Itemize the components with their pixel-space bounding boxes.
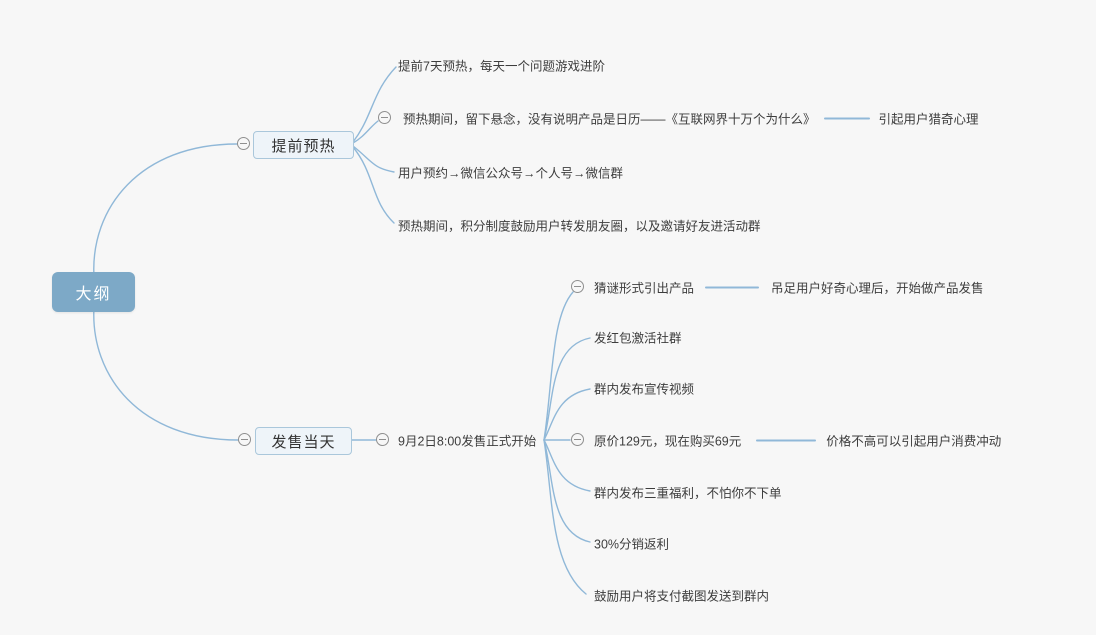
leaf-node[interactable]: 群内发布宣传视频 — [594, 382, 695, 397]
leaf-node[interactable]: 原价129元，现在购买69元 — [594, 434, 742, 449]
branch-node-launchday[interactable]: 发售当天 — [255, 427, 352, 455]
leaf-node-with-note: 猜谜形式引出产品 吊足用户好奇心理后，开始做产品发售 — [594, 278, 984, 297]
collapse-icon[interactable] — [238, 433, 251, 446]
edge-launch-sub3 — [543, 388, 591, 441]
edge-root-to-launchday — [93, 306, 239, 441]
collapse-icon[interactable] — [571, 280, 584, 293]
edge-prewarm-child3 — [352, 145, 395, 173]
collapse-icon[interactable] — [571, 433, 584, 446]
edge-launch-sub2 — [543, 337, 591, 441]
note-node[interactable]: 价格不高可以引起用户消费冲动 — [826, 434, 1002, 449]
branch-node-prewarm[interactable]: 提前预热 — [253, 131, 354, 159]
note-node[interactable]: 引起用户猎奇心理 — [878, 112, 979, 127]
leaf-node[interactable]: 提前7天预热，每天一个问题游戏进阶 — [398, 59, 605, 74]
leaf-node[interactable]: 预热期间，留下悬念，没有说明产品是日历——《互联网界十万个为什么》 — [403, 112, 816, 127]
note-connector-line — [823, 117, 870, 119]
edge-prewarm-child1 — [352, 66, 397, 143]
leaf-node-with-note: 预热期间，留下悬念，没有说明产品是日历——《互联网界十万个为什么》 引起用户猎奇… — [403, 109, 979, 128]
collapse-icon[interactable] — [376, 433, 389, 446]
note-connector-line — [705, 286, 760, 288]
leaf-node-with-note: 原价129元，现在购买69元 价格不高可以引起用户消费冲动 — [594, 431, 1001, 450]
leaf-node[interactable]: 9月2日8:00发售正式开始 — [398, 434, 537, 449]
edge-launch-sub1 — [543, 291, 574, 441]
edge-root-to-prewarm — [93, 143, 238, 278]
collapse-icon[interactable] — [237, 137, 250, 150]
edge-prewarm-child4 — [352, 146, 395, 224]
edge-prewarm-child2 — [352, 120, 379, 144]
edge-launch-sub6 — [543, 439, 591, 543]
leaf-node[interactable]: 猜谜形式引出产品 — [594, 281, 695, 296]
note-connector-line — [756, 439, 817, 441]
leaf-node[interactable]: 预热期间，积分制度鼓励用户转发朋友圈，以及邀请好友进活动群 — [398, 219, 761, 234]
collapse-icon[interactable] — [378, 111, 391, 124]
root-node[interactable]: 大纲 — [52, 272, 135, 312]
edge-launch-sub7 — [543, 439, 587, 595]
leaf-node[interactable]: 群内发布三重福利，不怕你不下单 — [594, 486, 782, 501]
note-node[interactable]: 吊足用户好奇心理后，开始做产品发售 — [771, 281, 984, 296]
leaf-node[interactable]: 鼓励用户将支付截图发送到群内 — [594, 589, 770, 604]
leaf-node[interactable]: 用户预约→微信公众号→个人号→微信群 — [398, 166, 624, 181]
leaf-node[interactable]: 30%分销返利 — [594, 537, 670, 552]
edge-launch-sub5 — [543, 439, 591, 492]
leaf-node[interactable]: 发红包激活社群 — [594, 331, 682, 346]
